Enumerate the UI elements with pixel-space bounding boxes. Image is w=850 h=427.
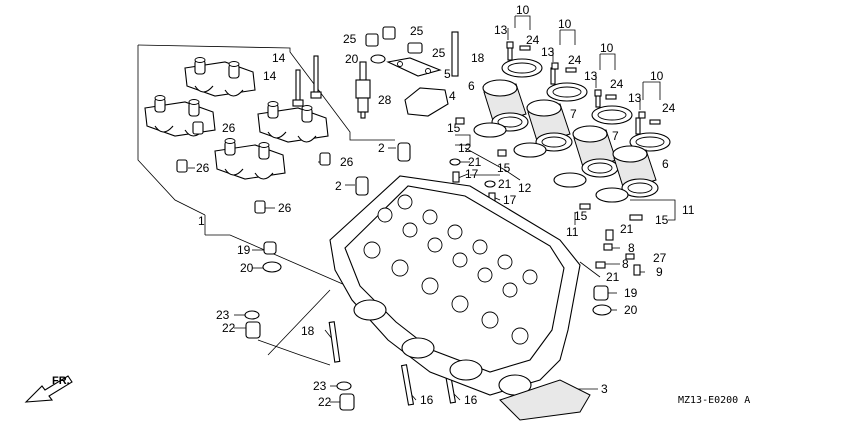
callout-23: 23: [313, 379, 327, 393]
callout-13: 13: [584, 69, 598, 83]
callout-numbers: 1 2 2 3 4 5 6 6 7 7 8 8 9 10 10 10 10 11…: [196, 3, 695, 409]
callout-1: 1: [198, 214, 205, 228]
callout-16: 16: [464, 393, 478, 407]
callout-21: 21: [606, 270, 620, 284]
callout-24: 24: [526, 33, 540, 47]
callout-8: 8: [622, 257, 629, 271]
seals-left: [244, 241, 355, 411]
callout-23: 23: [216, 308, 230, 322]
callout-2: 2: [378, 141, 385, 155]
cylinder-head: [329, 175, 591, 421]
callout-16: 16: [420, 393, 434, 407]
callout-19: 19: [624, 286, 638, 300]
callout-28: 28: [378, 93, 392, 107]
callout-2: 2: [335, 179, 342, 193]
spark-plug: [355, 61, 371, 119]
callout-20: 20: [624, 303, 638, 317]
breather-plate: [386, 57, 449, 117]
callout-8: 8: [628, 241, 635, 255]
callout-14: 14: [263, 69, 277, 83]
callout-5: 5: [444, 67, 451, 81]
callout-3: 3: [601, 382, 608, 396]
callout-27: 27: [653, 251, 667, 265]
callout-26: 26: [222, 121, 236, 135]
callout-4: 4: [449, 89, 456, 103]
callout-18: 18: [301, 324, 315, 338]
intake-insulators: [473, 43, 671, 203]
callout-24: 24: [610, 77, 624, 91]
callout-21: 21: [498, 177, 512, 191]
rocker-arm-holders: [144, 57, 329, 180]
callout-7: 7: [570, 107, 577, 121]
callout-21: 21: [468, 155, 482, 169]
callout-13: 13: [541, 45, 555, 59]
callout-24: 24: [662, 101, 676, 115]
callout-14: 14: [272, 51, 286, 65]
callout-17: 17: [465, 167, 479, 181]
callout-15: 15: [655, 213, 669, 227]
callout-11: 11: [566, 225, 579, 239]
callout-26: 26: [340, 155, 354, 169]
callout-15: 15: [447, 121, 461, 135]
callout-24: 24: [568, 53, 582, 67]
callout-26: 26: [196, 161, 210, 175]
callout-25: 25: [432, 46, 446, 60]
bolts-14: [292, 55, 322, 107]
callout-20: 20: [240, 261, 254, 275]
diagram-code: MZ13-E0200 A: [678, 395, 750, 406]
stud-bolt-18-upper: [451, 31, 459, 77]
small-fasteners: [449, 41, 661, 276]
callout-25: 25: [410, 24, 424, 38]
dowel-pins: [176, 121, 331, 214]
callout-9: 9: [656, 265, 663, 279]
seals-right: [592, 285, 612, 316]
callout-12: 12: [518, 181, 532, 195]
callout-17: 17: [503, 193, 517, 207]
front-direction-arrow: FR.: [24, 375, 73, 403]
callout-6: 6: [468, 79, 475, 93]
callout-6: 6: [662, 157, 669, 171]
callout-18: 18: [471, 51, 485, 65]
callout-10: 10: [650, 69, 664, 83]
callout-13: 13: [628, 91, 642, 105]
dowels-2: [355, 142, 411, 196]
callout-21: 21: [620, 222, 634, 236]
callout-10: 10: [516, 3, 530, 17]
callout-10: 10: [600, 41, 614, 55]
callout-10: 10: [558, 17, 572, 31]
callout-19: 19: [237, 243, 251, 257]
callout-15: 15: [574, 209, 588, 223]
callout-26: 26: [278, 201, 292, 215]
direction-label: FR.: [52, 375, 70, 387]
callout-22: 22: [222, 321, 236, 335]
callout-11: 11: [682, 203, 695, 217]
callout-7: 7: [612, 129, 619, 143]
callout-13: 13: [494, 23, 508, 37]
callout-22: 22: [318, 395, 332, 409]
callout-12: 12: [458, 141, 472, 155]
nuts-25: [365, 26, 423, 64]
callout-15: 15: [497, 161, 511, 175]
callout-20: 20: [345, 52, 359, 66]
callout-25: 25: [343, 32, 357, 46]
